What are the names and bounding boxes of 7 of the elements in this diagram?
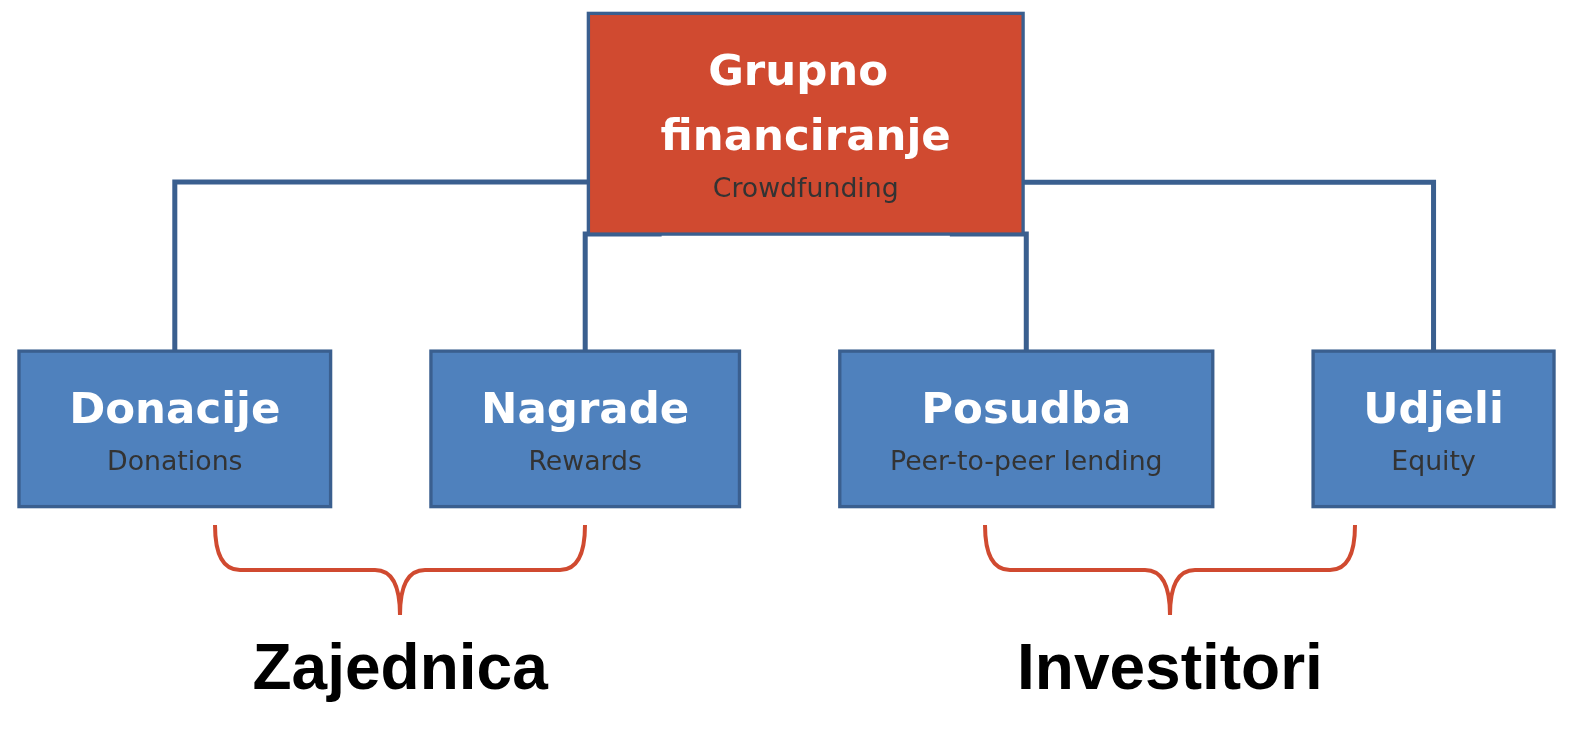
node-box: Grupno financiranje Crowdfunding — [586, 11, 1025, 236]
node-box: Donacije Donations — [17, 349, 333, 509]
node-box: Udjeli Equity — [1311, 349, 1556, 509]
group-label: Investitori — [1017, 630, 1323, 704]
group-label: Zajednica — [252, 630, 548, 704]
node-box: Nagrade Rewards — [429, 349, 742, 509]
node-box: Posudba Peer-to-peer lending — [838, 349, 1215, 509]
